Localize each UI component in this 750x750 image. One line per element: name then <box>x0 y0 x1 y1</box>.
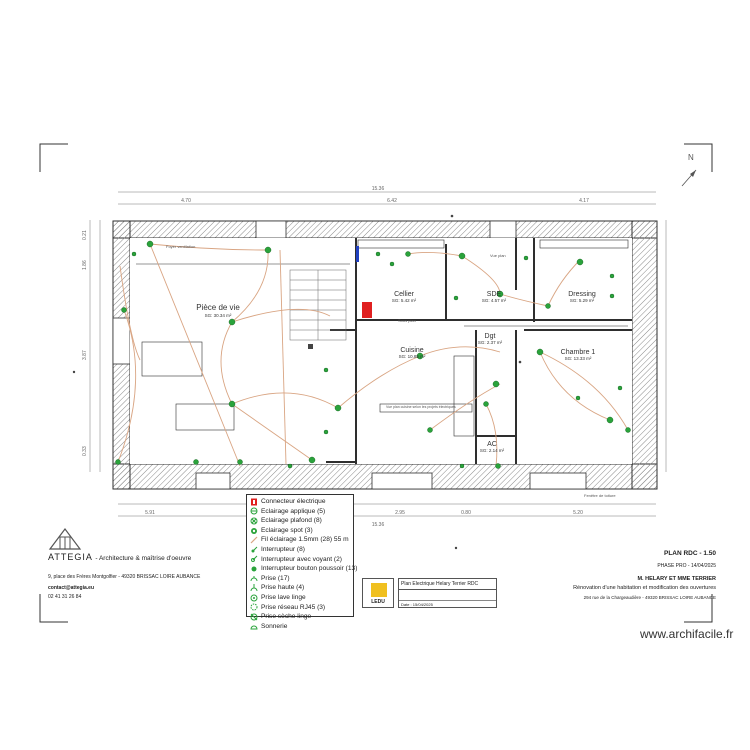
company-tagline: - Architecture & maîtrise d'oeuvre <box>95 555 192 562</box>
legend-item: Interrupteur bouton poussoir (13) <box>250 564 357 574</box>
company-block: ATTEGIA - Architecture & maîtrise d'oeuv… <box>48 527 248 600</box>
client-name: M. HELARY ET MME TERRIER <box>637 576 716 582</box>
room-area-chambre-1: SG: 13.33 m² <box>565 356 592 361</box>
note-fenetre: Fenêtre de toiture <box>584 493 616 498</box>
sheet-frame <box>39 143 713 623</box>
switch-light-icon <box>250 555 258 563</box>
project-description: Rénovation d'une habitation et modificat… <box>573 585 716 591</box>
room-name-piece-de-vie: Pièce de vie <box>196 303 240 312</box>
bottom-dimension-2: 2.95 <box>395 510 405 516</box>
drawing-date: Date : 15/04/2025 <box>401 602 433 607</box>
interior-walls <box>326 238 632 464</box>
room-name-chambre-1: Chambre 1 <box>561 349 596 356</box>
legend-item: Eclairage applique (5) <box>250 507 350 517</box>
company-address: 9, place des Frères Montgolfier - 49320 … <box>48 574 201 580</box>
red-unit <box>362 302 372 318</box>
title-block: Plan Electrique Helary Terrier RDC Date … <box>398 578 497 608</box>
ledu-logo-text: LEDU <box>371 599 385 605</box>
wire-icon <box>250 536 258 544</box>
switch-icon <box>250 546 258 554</box>
wiring <box>117 243 629 467</box>
overall-dimension: 15.36 <box>372 186 385 192</box>
room-area-dressing: SG: 5.29 m² <box>570 298 595 303</box>
room-name-cuisine: Cuisine <box>400 347 423 354</box>
drawing-title: Plan Electrique Helary Terrier RDC <box>399 579 496 590</box>
top-dimension-1: 4.70 <box>181 198 191 204</box>
legend-item: Sonnerie <box>250 622 350 632</box>
watermark: www.archifacile.fr <box>640 627 734 641</box>
bottom-dimension-4: 5.20 <box>573 510 583 516</box>
company-name: ATTEGIA <box>48 552 93 562</box>
company-phone: 02 41 31 26 84 <box>48 594 82 600</box>
left-dimension-2: 1.86 <box>82 260 88 270</box>
attegia-logo-icon <box>48 528 82 550</box>
room-area-dgt: SG: 2.37 m² <box>478 340 503 345</box>
ceiling-light-icon <box>250 517 258 525</box>
legend-item: Connecteur électrique <box>250 497 350 507</box>
dimension-lines <box>89 191 667 517</box>
plan-title: PLAN RDC - 1.50 <box>663 550 716 557</box>
bottom-overall-dimension: 15.36 <box>372 522 385 528</box>
electrical-symbols <box>115 240 631 469</box>
legend-item: Prise sèche linge <box>250 612 350 622</box>
push-button-icon <box>250 565 258 573</box>
legend-item: Prise haute (4) <box>250 583 350 593</box>
room-name-dressing: Dressing <box>568 291 596 298</box>
connector-icon <box>250 498 258 506</box>
room-name-ac: AC <box>487 441 497 448</box>
legend-box: Connecteur électrique Eclairage applique… <box>246 494 357 630</box>
wall-light-icon <box>250 507 258 515</box>
legend-item: Prise lave linge <box>250 593 350 603</box>
left-dimension-4: 0.33 <box>82 446 88 456</box>
top-dimension-3: 4.17 <box>579 198 589 204</box>
legend-item: Prise réseau RJ45 (3) <box>250 603 350 613</box>
note-foyer: Foyer ventilation <box>166 244 195 249</box>
legend-item: Eclairage spot (3) <box>250 526 350 536</box>
room-area-sde: SG: 4.57 m² <box>482 298 507 303</box>
washer-outlet-icon <box>250 594 258 602</box>
room-name-cellier: Cellier <box>394 291 415 298</box>
legend-item: Fil éclairage 1.5mm (28) 55 m <box>250 535 350 545</box>
bottom-dimension-1: 5.91 <box>145 510 155 516</box>
company-email: contact@attegia.eu <box>48 585 94 591</box>
room-area-ac: SG: 2.14 m² <box>480 448 505 453</box>
room-name-dgt: Dgt <box>485 333 496 340</box>
legend-item: Interrupteur avec voyant (2) <box>250 555 350 565</box>
left-dimension-1: 0.21 <box>82 230 88 240</box>
legend-item: Interrupteur (8) <box>250 545 350 555</box>
room-area-cuisine: SG: 10.85 m² <box>399 354 426 359</box>
high-outlet-icon <box>250 584 258 592</box>
left-dimension-3: 3.87 <box>82 350 88 360</box>
legend-item: Prise (17) <box>250 574 350 584</box>
plan-phase: PHASE PRO - 14/04/2025 <box>657 563 716 569</box>
blue-unit <box>356 246 359 262</box>
note-cuisine: Vue plan cuisine selon les projets élect… <box>386 405 456 409</box>
north-arrow-icon: N <box>681 153 697 187</box>
legend-item: Eclairage plafond (8) <box>250 516 350 526</box>
top-dimension-2: 6.42 <box>387 198 397 204</box>
ledu-logo: LEDU <box>362 578 394 608</box>
north-label: N <box>688 153 694 162</box>
ledu-logo-icon <box>371 583 387 597</box>
stairs <box>289 269 347 341</box>
room-area-piece-de-vie: SG: 30.34 m² <box>205 313 232 318</box>
network-outlet-icon <box>250 603 258 611</box>
outlet-icon <box>250 575 258 583</box>
bell-icon <box>250 623 258 631</box>
exterior-walls <box>112 220 658 490</box>
room-area-cellier: SG: 5.42 m² <box>392 298 417 303</box>
note-vue-plan: Vue plan <box>490 253 506 258</box>
dryer-outlet-icon <box>250 613 258 621</box>
bottom-dimension-3: 0.80 <box>461 510 471 516</box>
note-sous-plan: Sous plan <box>398 318 416 323</box>
room-name-sde: SDE <box>487 291 502 298</box>
spot-light-icon <box>250 527 258 535</box>
project-address: 294 rue de la Chargeaudière - 49320 BRIS… <box>583 595 716 600</box>
